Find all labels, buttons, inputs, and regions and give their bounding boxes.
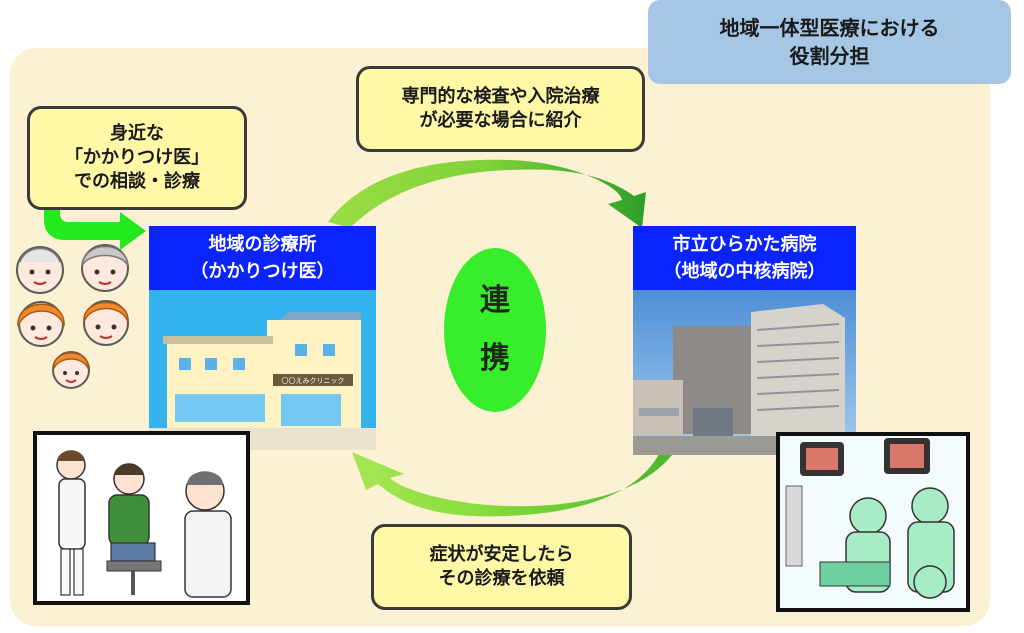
return-line-2: その診療を依頼 — [438, 568, 565, 589]
collaboration-char-1: 連 — [480, 283, 510, 318]
return-line-1: 症状が安定したら — [429, 544, 574, 565]
title-line-1: 地域一体型医療における — [719, 16, 940, 40]
refer-callout: 専門的な検査や入院治療 が必要な場合に紹介 — [356, 66, 645, 152]
consult-line-3: での相談・診療 — [74, 171, 200, 192]
refer-arrow — [328, 159, 646, 228]
collaboration-ellipse: 連 携 — [444, 248, 546, 412]
clinic-header-line-2: （かかりつけ医） — [190, 261, 335, 282]
clinic-sign: 〇〇えみクリニック — [282, 377, 345, 385]
return-arrow — [352, 448, 676, 517]
consultation-illustration — [33, 431, 250, 605]
title-line-2: 役割分担 — [789, 44, 870, 68]
hospital-header-line-2: （地域の中核病院） — [663, 261, 826, 282]
clinic-header: 地域の診療所 （かかりつけ医） — [149, 226, 376, 290]
clinic-illustration: 〇〇えみクリニック — [149, 290, 376, 450]
title-box: 地域一体型医療における 役割分担 — [648, 0, 1011, 84]
clinic-header-line-1: 地域の診療所 — [208, 234, 317, 255]
consult-line-1: 身近な — [110, 123, 164, 144]
surgery-illustration — [776, 432, 970, 612]
hospital-header-line-1: 市立ひらかた病院 — [672, 234, 817, 255]
consult-line-2: 「かかりつけ医」 — [64, 147, 210, 168]
collaboration-char-2: 携 — [480, 341, 510, 376]
hospital-photo — [633, 290, 856, 455]
return-callout: 症状が安定したら その診療を依頼 — [371, 524, 632, 610]
entry-arrow — [44, 206, 146, 250]
refer-line-1: 専門的な検査や入院治療 — [401, 86, 600, 107]
consult-callout: 身近な 「かかりつけ医」 での相談・診療 — [27, 106, 247, 210]
refer-line-2: が必要な場合に紹介 — [419, 110, 582, 131]
hospital-header: 市立ひらかた病院 （地域の中核病院） — [633, 226, 856, 290]
